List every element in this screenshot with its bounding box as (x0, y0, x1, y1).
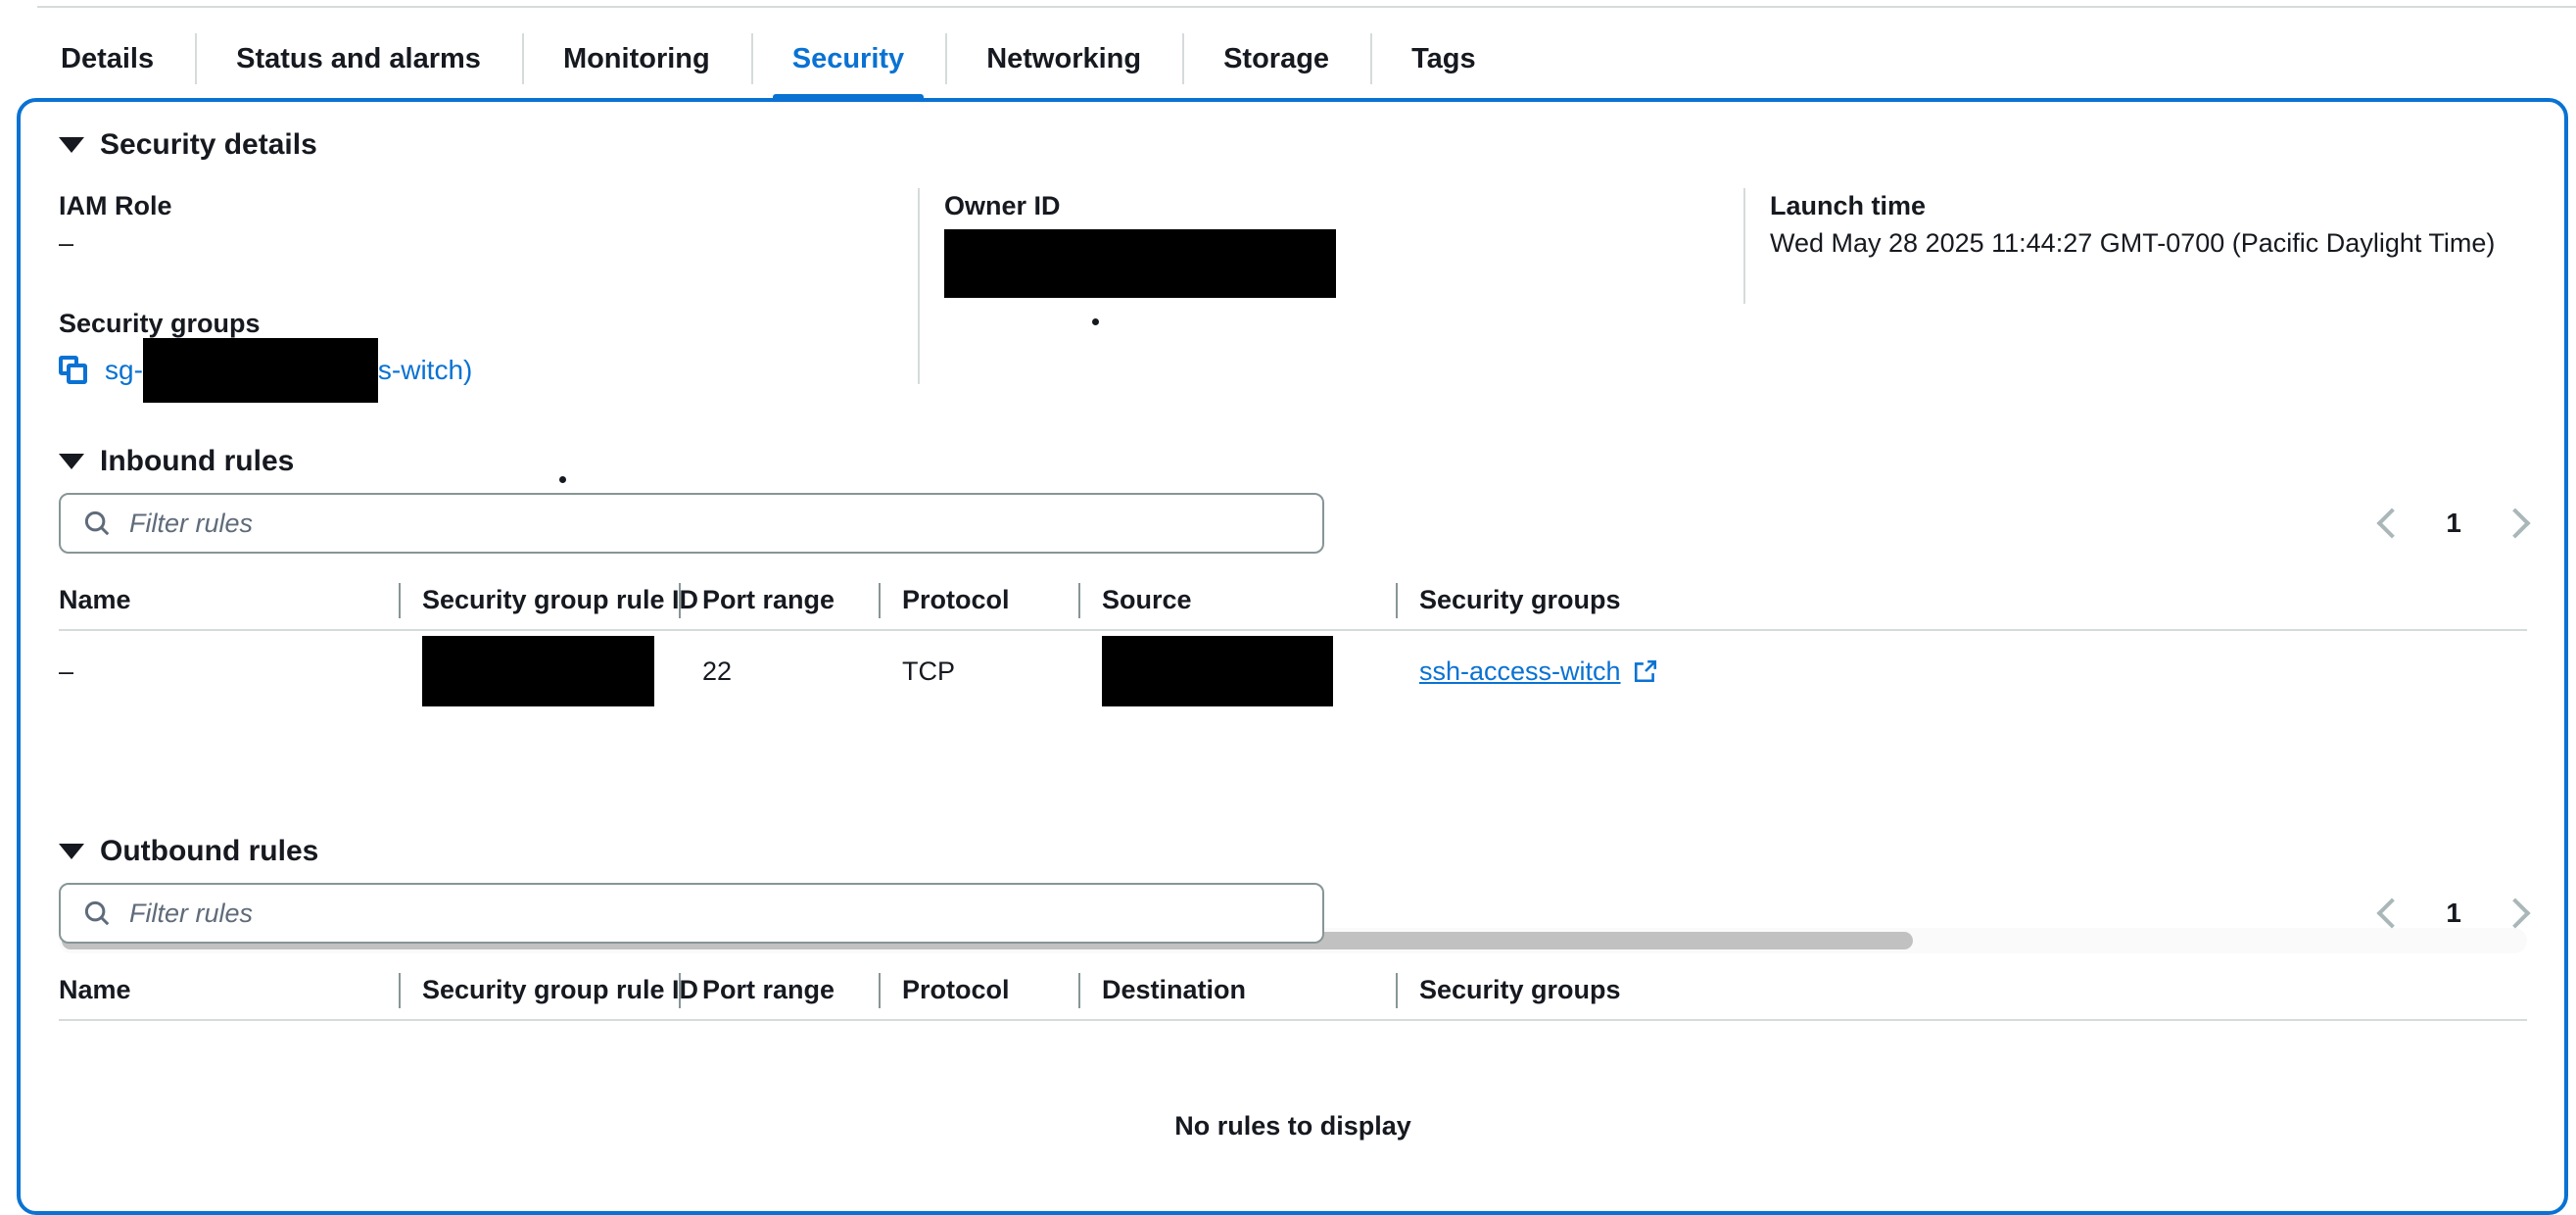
tab-label: Monitoring (562, 43, 710, 74)
column-header-security-groups[interactable]: Security groups (1396, 570, 1811, 629)
tab-label: Storage (1223, 43, 1330, 74)
next-page-icon[interactable] (2500, 508, 2531, 539)
tab-monitoring[interactable]: Monitoring (521, 18, 751, 101)
search-icon (84, 510, 110, 536)
previous-page-icon[interactable] (2376, 508, 2408, 539)
security-group-external-link[interactable]: ssh-access-witch (1419, 656, 1658, 687)
artifact-dot (559, 476, 566, 483)
previous-page-icon[interactable] (2376, 898, 2408, 929)
page-number[interactable]: 1 (2446, 898, 2461, 928)
tab-storage[interactable]: Storage (1182, 18, 1370, 101)
redacted-source (1102, 636, 1333, 706)
security-group-link-label: ssh-access-witch (1419, 656, 1621, 686)
column-header-name[interactable]: Name (59, 584, 131, 614)
tab-details[interactable]: Details (20, 18, 195, 101)
security-group-redacted-id (142, 338, 378, 403)
column-header-port-range[interactable]: Port range (679, 960, 879, 1019)
iam-role-field: IAM Role – (59, 188, 901, 263)
chevron-down-icon[interactable] (59, 844, 84, 859)
inbound-pagination: 1 (2376, 493, 2531, 554)
column-header-protocol[interactable]: Protocol (879, 570, 1078, 629)
chevron-down-icon[interactable] (59, 137, 84, 153)
security-groups-label: Security groups (59, 309, 261, 338)
cell-port-range: 22 (702, 656, 733, 686)
inbound-filter-input[interactable]: Filter rules (59, 493, 1324, 554)
tab-label: Networking (986, 43, 1142, 74)
security-group-link[interactable]: sg- s-witch) (105, 338, 472, 403)
outbound-filter-placeholder: Filter rules (129, 898, 254, 928)
cell-protocol: TCP (902, 656, 955, 686)
tab-list: Details Status and alarms Monitoring Sec… (20, 18, 1517, 101)
security-details-title: Security details (100, 128, 317, 161)
owner-id-redacted-value (944, 229, 1336, 298)
outbound-rules-title: Outbound rules (100, 835, 319, 867)
tab-tags[interactable]: Tags (1370, 18, 1517, 101)
cell-name: – (59, 656, 74, 686)
inbound-filter-placeholder: Filter rules (129, 508, 254, 538)
tab-bar: Details Status and alarms Monitoring Sec… (0, 0, 2576, 101)
inbound-rules-table: Name Security group rule ID Port range P… (59, 570, 2527, 711)
search-icon (84, 900, 110, 926)
column-header-source[interactable]: Source (1078, 570, 1396, 629)
security-group-link-prefix: sg- (105, 355, 143, 385)
tab-label: Status and alarms (236, 43, 481, 74)
outbound-rules-header[interactable]: Outbound rules (59, 835, 318, 868)
column-header-port-range[interactable]: Port range (679, 570, 879, 629)
launch-time-value: Wed May 28 2025 11:44:27 GMT-0700 (Pacif… (1770, 228, 2496, 258)
column-divider (1743, 188, 1745, 304)
tab-label: Details (61, 43, 155, 74)
tab-security[interactable]: Security (750, 18, 945, 101)
column-header-protocol[interactable]: Protocol (879, 960, 1078, 1019)
iam-role-value: – (59, 228, 74, 258)
column-header-destination[interactable]: Destination (1078, 960, 1396, 1019)
column-header-security-group-rule-id[interactable]: Security group rule ID (399, 960, 698, 1019)
external-link-icon (1634, 659, 1656, 683)
outbound-pagination: 1 (2376, 883, 2531, 944)
tab-status-and-alarms[interactable]: Status and alarms (195, 18, 522, 101)
owner-id-label: Owner ID (944, 191, 1061, 220)
cell-security-group-rule-id (422, 631, 679, 711)
security-group-link-suffix: s-witch) (377, 355, 473, 385)
table-row[interactable]: – 22 TCP ssh-access-witch (59, 631, 2527, 711)
cell-security-groups: ssh-access-witch (1419, 631, 1811, 711)
tab-label: Security (791, 43, 905, 74)
outbound-filter-input[interactable]: Filter rules (59, 883, 1324, 944)
launch-time-label: Launch time (1770, 191, 1927, 220)
launch-time-field: Launch time Wed May 28 2025 11:44:27 GMT… (1743, 188, 2527, 263)
copy-icon[interactable] (59, 356, 88, 385)
column-header-security-groups[interactable]: Security groups (1396, 960, 1811, 1019)
inbound-rules-title: Inbound rules (100, 445, 295, 477)
security-details-header[interactable]: Security details (59, 128, 317, 162)
security-group-row: sg- s-witch) (59, 338, 472, 403)
iam-role-label: IAM Role (59, 191, 172, 220)
column-divider (918, 188, 920, 384)
outbound-empty-message: No rules to display (1174, 1111, 1411, 1141)
cell-source (1102, 631, 1396, 711)
table-header-row: Name Security group rule ID Port range P… (59, 570, 2527, 631)
column-header-security-group-rule-id[interactable]: Security group rule ID (399, 570, 698, 629)
table-header-row: Name Security group rule ID Port range P… (59, 960, 2527, 1021)
redacted-rule-id (422, 636, 654, 706)
owner-id-field: Owner ID (918, 188, 1731, 325)
page-number[interactable]: 1 (2446, 508, 2461, 538)
outbound-rules-table: Name Security group rule ID Port range P… (59, 960, 2527, 1021)
security-details-columns: IAM Role – Owner ID Launch time Wed May … (59, 188, 2527, 384)
security-panel: Security details IAM Role – Owner ID Lau… (17, 98, 2568, 1215)
tab-bar-top-divider (37, 6, 2576, 8)
tab-label: Tags (1411, 43, 1476, 74)
next-page-icon[interactable] (2500, 898, 2531, 929)
column-header-name[interactable]: Name (59, 974, 131, 1004)
artifact-dot (1092, 318, 1099, 325)
chevron-down-icon[interactable] (59, 454, 84, 469)
tab-networking[interactable]: Networking (945, 18, 1182, 101)
inbound-rules-header[interactable]: Inbound rules (59, 445, 294, 478)
